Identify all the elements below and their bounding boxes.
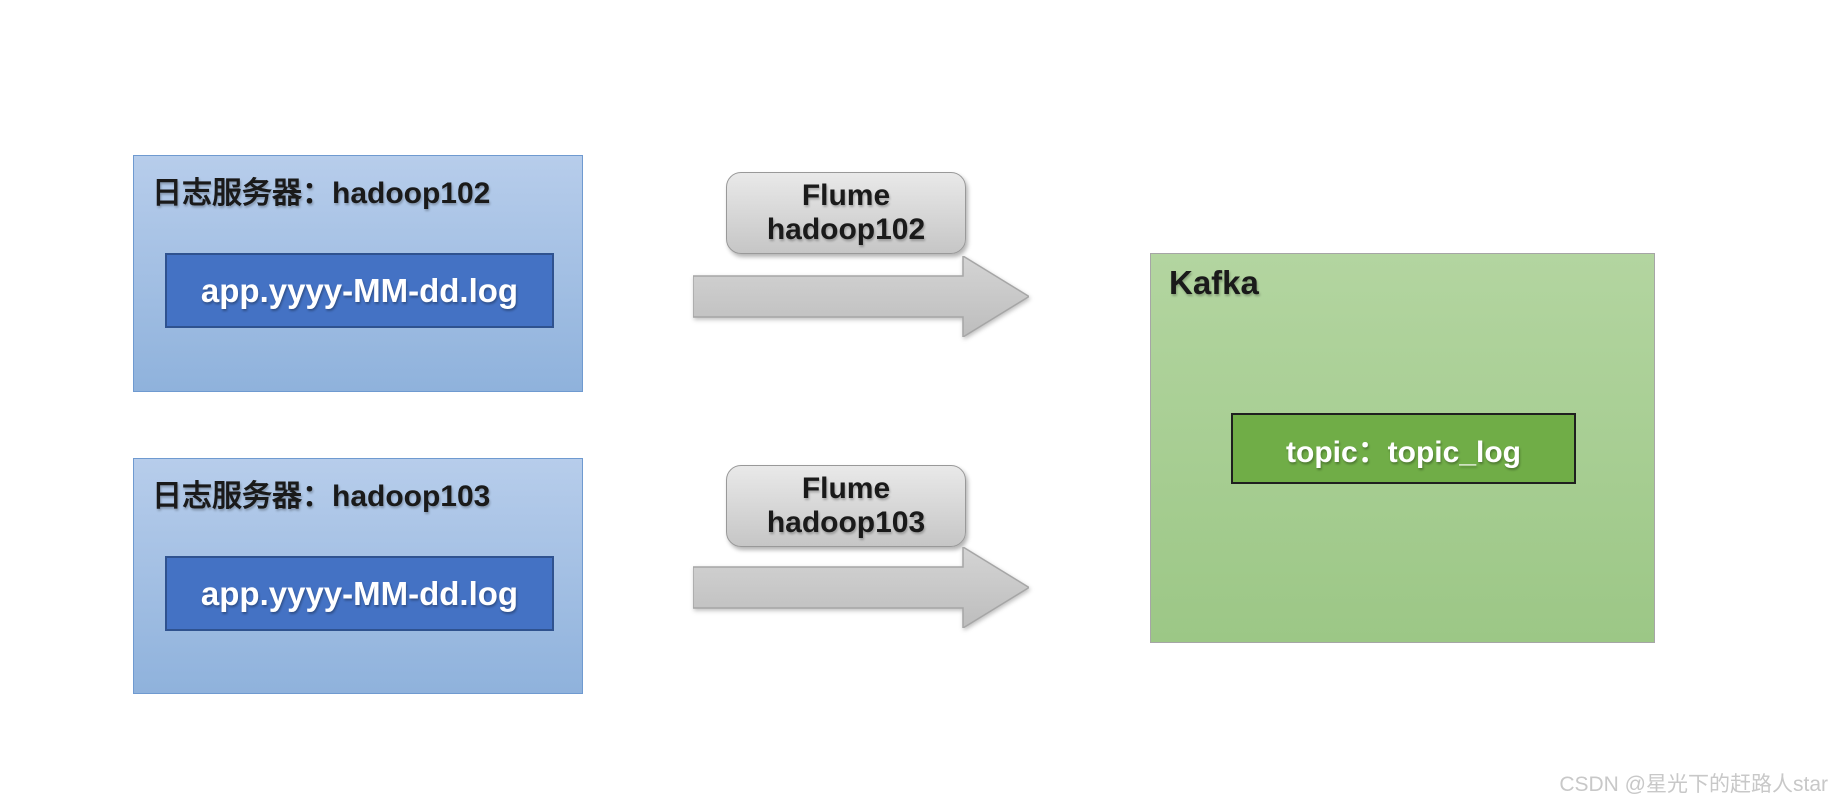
log-file-box: app.yyyy-MM-dd.log <box>165 556 554 631</box>
flume-node-label-line2: hadoop103 <box>766 506 926 539</box>
flume-node-label-line1: Flume <box>801 472 891 505</box>
log-file-label: app.yyyy-MM-dd.log <box>200 271 519 309</box>
right-block-arrow-icon <box>693 256 1029 337</box>
kafka-topic-box: topic：topic_log <box>1231 413 1576 484</box>
flume-node-label-line2: hadoop102 <box>766 213 926 246</box>
flow-arrow-hadoop103-to-kafka <box>693 547 1029 628</box>
kafka-box: Kafka topic：topic_log <box>1150 253 1655 643</box>
kafka-title: Kafka <box>1169 264 1259 301</box>
flow-arrow-hadoop102-to-kafka <box>693 256 1029 337</box>
flume-node-hadoop103: Flume hadoop103 <box>726 465 966 547</box>
log-server-title: 日志服务器：hadoop103 <box>152 480 491 513</box>
log-file-box: app.yyyy-MM-dd.log <box>165 253 554 328</box>
right-block-arrow-icon <box>693 547 1029 628</box>
flume-node-hadoop102: Flume hadoop102 <box>726 172 966 254</box>
log-file-label: app.yyyy-MM-dd.log <box>200 574 519 612</box>
watermark: CSDN @星光下的赶路人star <box>1559 773 1828 796</box>
kafka-topic-label: topic：topic_log <box>1286 435 1521 469</box>
log-server-box-hadoop103: 日志服务器：hadoop103 app.yyyy-MM-dd.log <box>133 458 583 694</box>
flume-node-label-line1: Flume <box>801 179 891 212</box>
log-server-title: 日志服务器：hadoop102 <box>152 177 491 210</box>
log-server-box-hadoop102: 日志服务器：hadoop102 app.yyyy-MM-dd.log <box>133 155 583 392</box>
